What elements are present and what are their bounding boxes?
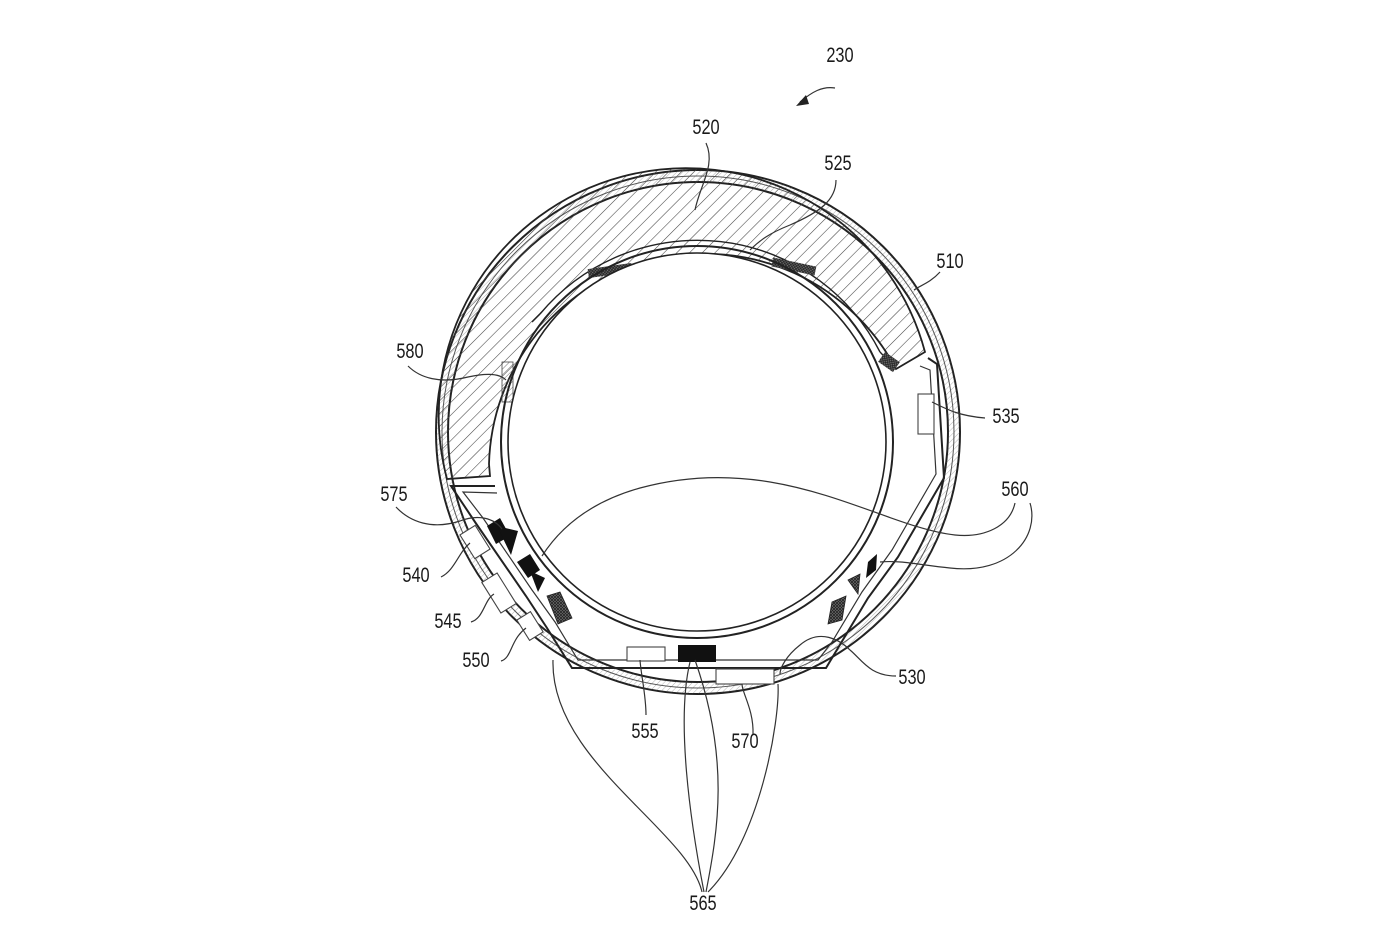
ref-560: 560 <box>1001 477 1028 500</box>
component-545 <box>481 572 517 614</box>
component-540 <box>459 524 491 560</box>
reference-numerals: 230 520 525 510 580 535 575 560 540 545 … <box>380 43 1028 914</box>
leader-lines <box>395 87 1033 893</box>
component-570 <box>715 668 775 685</box>
ref-550: 550 <box>462 648 489 671</box>
ref-530: 530 <box>898 665 925 688</box>
circuit-board <box>449 357 946 669</box>
ref-525: 525 <box>824 151 851 174</box>
ref-575: 575 <box>380 482 407 505</box>
ref-540: 540 <box>402 563 429 586</box>
ref-570: 570 <box>731 729 758 752</box>
sensor-560 <box>866 554 877 578</box>
board-components <box>459 518 877 685</box>
component-555 <box>626 646 666 662</box>
ref-535: 535 <box>992 404 1019 427</box>
ref-555: 555 <box>631 719 658 742</box>
inner-opening <box>500 245 894 639</box>
ref-580: 580 <box>396 339 423 362</box>
ref-230: 230 <box>826 43 853 66</box>
component-535 <box>917 393 935 435</box>
ref-510: 510 <box>936 249 963 272</box>
ref-565: 565 <box>689 891 716 914</box>
ref-520: 520 <box>692 115 719 138</box>
component-565-center <box>678 645 716 662</box>
ref-545: 545 <box>434 609 461 632</box>
